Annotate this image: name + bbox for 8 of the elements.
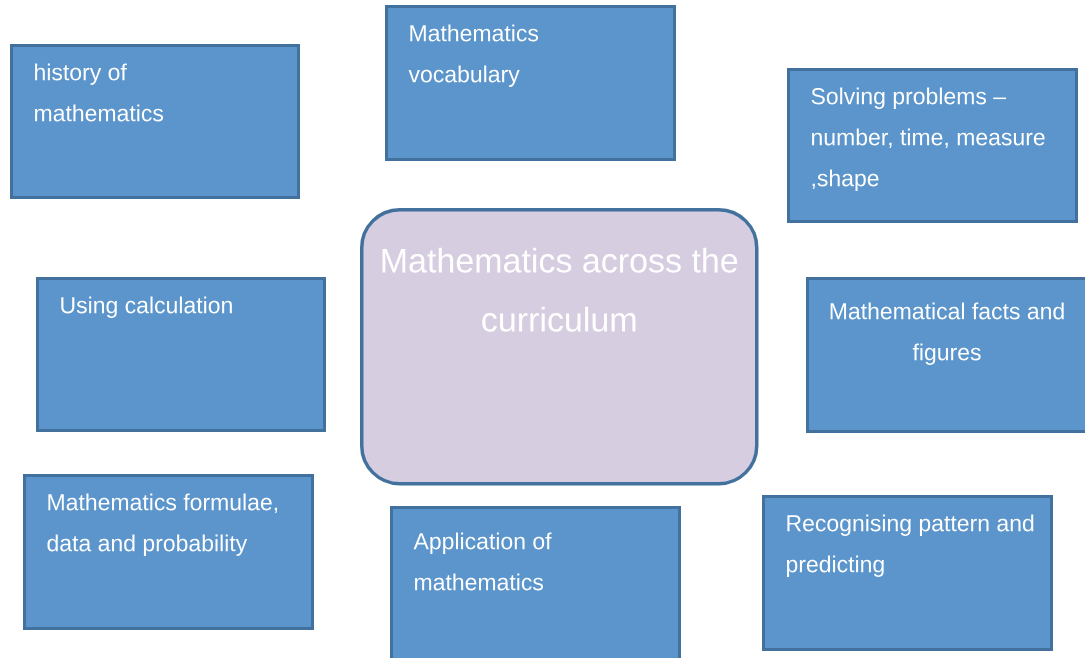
- process-box: Mathematics formulae, data and probability: [23, 474, 314, 630]
- process-box: Mathematical facts and figures: [806, 277, 1085, 433]
- process-box: Application of mathematics: [390, 506, 681, 658]
- process-box: history of mathematics: [10, 44, 300, 199]
- process-box: Solving problems – number, time, measure ,shape: [787, 68, 1078, 223]
- process-box: Using calculation: [36, 277, 326, 432]
- process-box: Mathematics vocabulary: [385, 5, 676, 161]
- process-box: Recognising pattern and predicting: [762, 495, 1053, 651]
